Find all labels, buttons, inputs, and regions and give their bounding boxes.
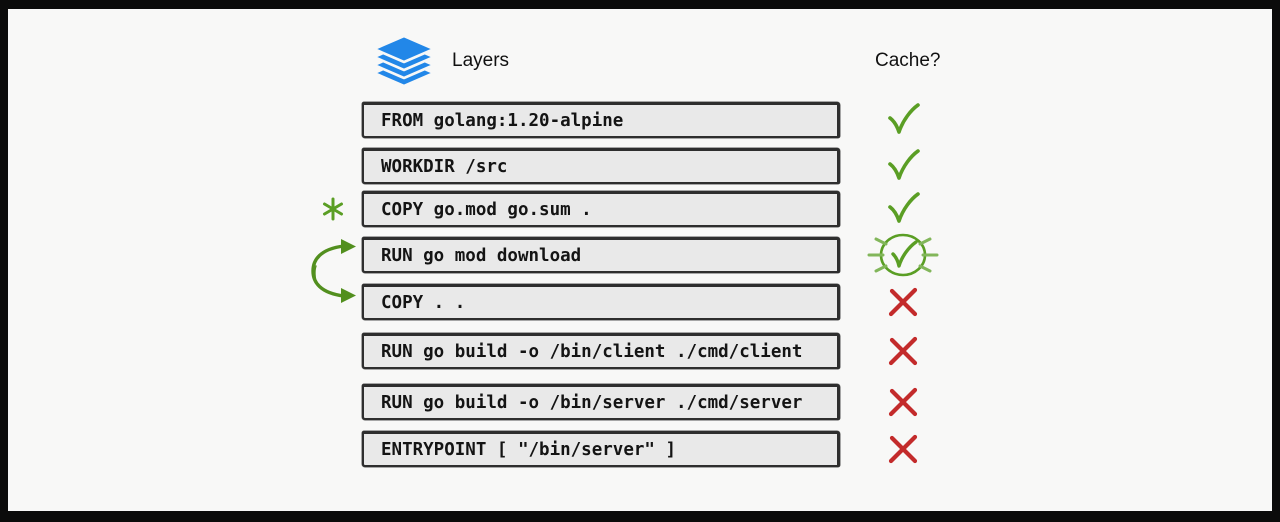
dockerfile-line-workdir: WORKDIR /src	[362, 148, 840, 184]
cache-cross-icon	[888, 336, 918, 366]
instruction-text: RUN go build -o /bin/server ./cmd/server	[381, 392, 803, 413]
instruction-text: RUN go mod download	[381, 245, 582, 266]
dockerfile-line-entrypoint: ENTRYPOINT [ "/bin/server" ]	[362, 431, 840, 467]
layers-title: Layers	[452, 50, 510, 71]
cache-check-icon	[888, 149, 920, 180]
cache-cross-icon	[888, 287, 918, 317]
swap-order-arrow-icon	[311, 239, 356, 303]
dockerfile-line-from: FROM golang:1.20-alpine	[362, 102, 840, 138]
dockerfile-line-run-download: RUN go mod download	[362, 237, 840, 273]
diagram-canvas: Layers Cache? FROM golang:1.20-alpine WO…	[8, 9, 1272, 511]
dockerfile-line-build-client: RUN go build -o /bin/client ./cmd/client	[362, 333, 840, 369]
layers-stack-icon	[372, 35, 436, 87]
cache-cross-icon	[888, 434, 918, 464]
dockerfile-line-build-server: RUN go build -o /bin/server ./cmd/server	[362, 384, 840, 420]
layers-header: Layers	[372, 35, 509, 87]
instruction-text: FROM golang:1.20-alpine	[381, 110, 624, 131]
dockerfile-line-copy-gomod: COPY go.mod go.sum .	[362, 191, 840, 227]
cache-cross-icon	[888, 387, 918, 417]
dockerfile-line-copy-all: COPY . .	[362, 284, 840, 320]
changed-file-asterisk-icon	[323, 197, 343, 221]
instruction-text: COPY . .	[381, 292, 466, 313]
cache-check-highlighted-icon	[867, 233, 939, 277]
cache-check-icon	[888, 103, 920, 134]
cache-check-icon	[888, 192, 920, 223]
instruction-text: RUN go build -o /bin/client ./cmd/client	[381, 341, 803, 362]
instruction-text: ENTRYPOINT [ "/bin/server" ]	[381, 439, 677, 460]
instruction-text: WORKDIR /src	[381, 156, 508, 177]
cache-title: Cache?	[875, 50, 941, 71]
instruction-text: COPY go.mod go.sum .	[381, 199, 592, 220]
